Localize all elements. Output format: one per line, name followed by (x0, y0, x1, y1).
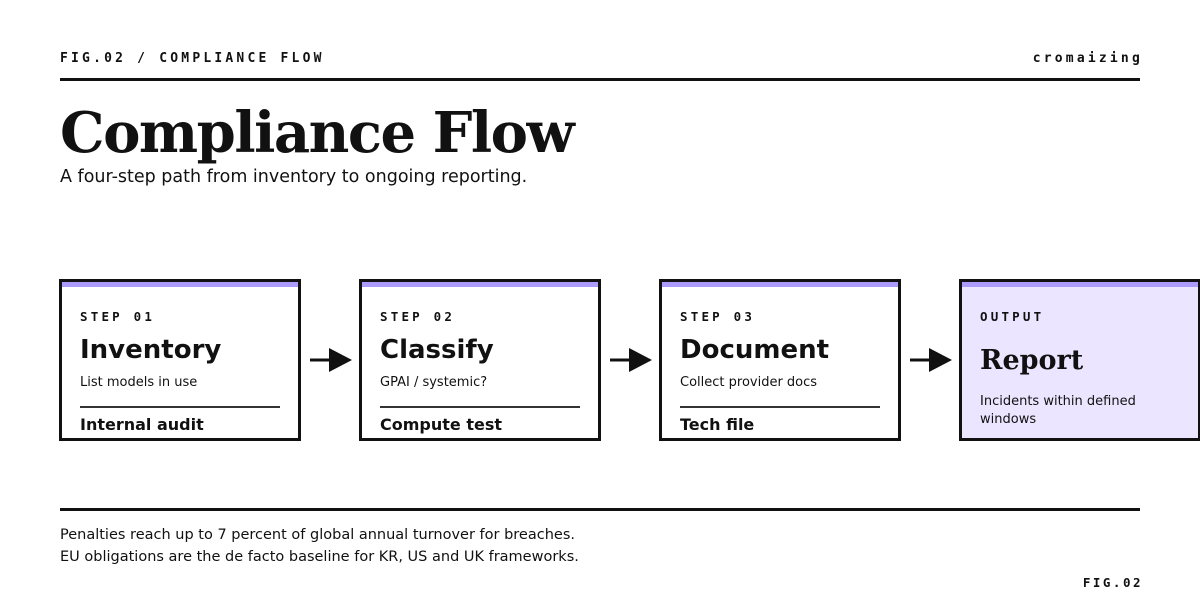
card-divider (680, 406, 880, 408)
step-label: STEP 01 (80, 309, 156, 324)
card-accent-bar (962, 282, 1198, 287)
step-name: Inventory (80, 335, 222, 365)
step-card-inventory: STEP 01 Inventory List models in use Int… (59, 279, 301, 441)
footer-rule (60, 508, 1140, 511)
step-label: STEP 02 (380, 309, 456, 324)
card-accent-bar (362, 282, 598, 287)
arrow-right-icon (910, 348, 952, 372)
step-name: Document (680, 335, 830, 365)
card-divider (380, 406, 580, 408)
brand-name: cromaizing (1032, 51, 1143, 66)
arrow-right-icon (610, 348, 652, 372)
footnote: Penalties reach up to 7 percent of globa… (60, 527, 575, 543)
step-output: Compute test (380, 415, 502, 434)
output-description: Incidents within defined windows (980, 394, 1136, 427)
step-name: Classify (380, 335, 494, 365)
card-accent-bar (62, 282, 298, 287)
header-rule (60, 78, 1140, 81)
output-label: OUTPUT (980, 309, 1045, 324)
card-divider (80, 406, 280, 408)
step-output: Tech file (680, 415, 755, 434)
page-title: Compliance Flow (60, 100, 575, 166)
footer-fig-label: FIG.02 (1082, 575, 1143, 590)
fig-label: FIG.02 / COMPLIANCE FLOW (60, 51, 325, 66)
step-description: List models in use (80, 375, 198, 390)
footnote: EU obligations are the de facto baseline… (60, 549, 579, 565)
step-card-classify: STEP 02 Classify GPAI / systemic? Comput… (359, 279, 601, 441)
page-subtitle: A four-step path from inventory to ongoi… (60, 167, 528, 187)
output-name: Report (980, 345, 1084, 376)
step-output: Internal audit (80, 415, 204, 434)
step-label: STEP 03 (680, 309, 756, 324)
step-description: Collect provider docs (680, 375, 818, 390)
arrow-right-icon (310, 348, 352, 372)
step-description: GPAI / systemic? (380, 375, 488, 390)
card-accent-bar (662, 282, 898, 287)
output-card-report: OUTPUT Report Incidents within defined w… (959, 279, 1200, 441)
step-card-document: STEP 03 Document Collect provider docs T… (659, 279, 901, 441)
